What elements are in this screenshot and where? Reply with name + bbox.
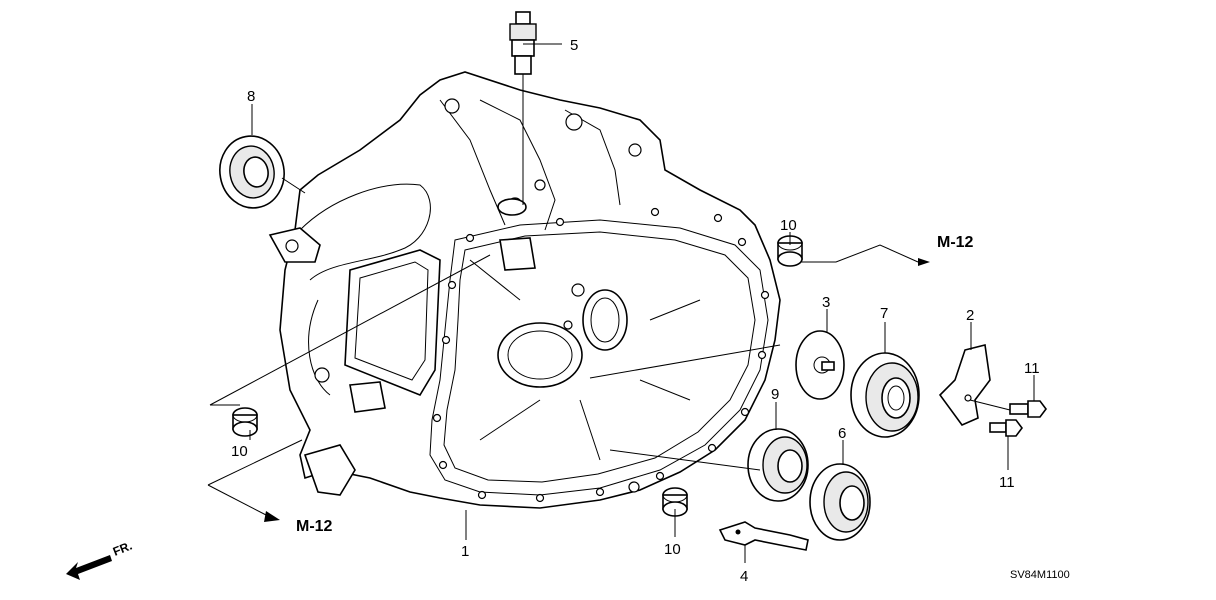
callout-numbers: 1 2 3 4 5 6 7 8 9 10 10 10 11 11 xyxy=(231,37,1040,585)
callout-8: 8 xyxy=(247,88,255,105)
part-9-bearing xyxy=(747,428,809,502)
part-11-bolts xyxy=(989,400,1047,437)
callout-7: 7 xyxy=(880,305,888,322)
callout-9: 9 xyxy=(771,386,779,403)
front-arrow-label: FR. xyxy=(111,539,134,559)
leader-lines xyxy=(207,43,1035,563)
front-arrow-icon: FR. xyxy=(66,539,134,580)
callout-3: 3 xyxy=(822,294,830,311)
part-7-bearing xyxy=(850,352,920,438)
reference-m12-left: M-12 xyxy=(296,518,333,535)
callout-5: 5 xyxy=(570,37,578,54)
part-2-bracket xyxy=(938,344,1011,426)
clutch-housing xyxy=(268,71,781,509)
part-3-shim xyxy=(795,330,845,400)
diagram-code: SV84M1100 xyxy=(1010,569,1070,581)
part-8-oil-seal xyxy=(219,135,306,209)
callout-11-bottom: 11 xyxy=(999,474,1015,491)
part-6-bearing xyxy=(809,463,871,541)
part-4-plate xyxy=(718,521,809,551)
callout-2: 2 xyxy=(966,307,974,324)
callout-10-bottom: 10 xyxy=(664,541,681,558)
callout-6: 6 xyxy=(838,425,846,442)
callout-1: 1 xyxy=(461,543,469,560)
part-5-switch xyxy=(509,11,537,205)
reference-m12-right: M-12 xyxy=(937,234,974,251)
callout-10-left: 10 xyxy=(231,443,248,460)
callout-11-top: 11 xyxy=(1024,360,1040,377)
callout-10-top: 10 xyxy=(780,217,797,234)
callout-4: 4 xyxy=(740,568,748,585)
